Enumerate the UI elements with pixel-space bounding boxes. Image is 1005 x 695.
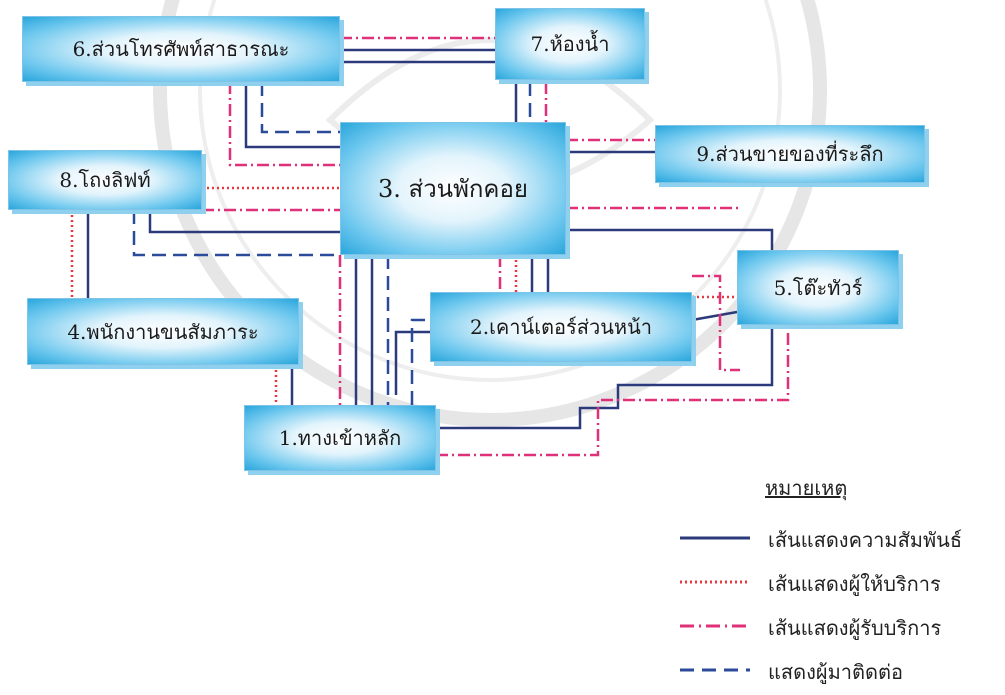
- node-9-souvenir-shop: 9.ส่วนขายของที่ระลึก: [655, 125, 925, 183]
- node-2-front-counter: 2.เคาน์เตอร์ส่วนหน้า: [430, 292, 692, 362]
- relation-lines: [86, 48, 774, 430]
- provider-lines: [70, 186, 737, 405]
- node-8-elevator-hall: 8.โถงลิฟท์: [8, 150, 202, 210]
- legend-label-relation: เส้นแสดงความสัมพันธ์: [768, 528, 963, 552]
- link-8-3-contact: [132, 210, 340, 257]
- contact-lines: [132, 82, 532, 405]
- legend-label-receiver: เส้นแสดงผู้รับบริการ: [768, 616, 942, 640]
- link-2-5: [691, 310, 738, 322]
- link-8-3: [148, 210, 340, 234]
- node-4-porter: 4.พนักงานขนสัมภาระ: [27, 298, 299, 365]
- node-6-label: 6.ส่วนโทรศัพท์สาธารณะ: [72, 37, 290, 61]
- node-3-waiting-area: 3. ส่วนพักคอย: [340, 122, 566, 255]
- link-3-5: [566, 228, 774, 250]
- node-5-tour-desk: 5.โต๊ะทัวร์: [737, 250, 899, 325]
- legend-title: หมายเหตุ: [765, 476, 848, 500]
- link-6-3-contact: [260, 82, 340, 134]
- receiver-lines: [202, 36, 790, 457]
- node-3-label: 3. ส่วนพักคอย: [378, 175, 528, 203]
- node-1-label: 1.ทางเข้าหลัก: [278, 426, 402, 450]
- legend-swatches: [680, 536, 750, 672]
- node-7-label: 7.ห้องน้ำ: [530, 32, 610, 56]
- link-1-5: [436, 325, 774, 430]
- node-7-restroom: 7.ห้องน้ำ: [495, 8, 645, 80]
- link-6-3: [244, 82, 340, 149]
- node-1-main-entrance: 1.ทางเข้าหลัก: [244, 405, 436, 471]
- legend-label-contact: แสดงผู้มาติดต่อ: [768, 660, 903, 684]
- link-2-5-receiver: [692, 274, 740, 372]
- link-6-3-receiver: [228, 82, 340, 167]
- node-2-label: 2.เคาน์เตอร์ส่วนหน้า: [470, 315, 652, 339]
- node-4-label: 4.พนักงานขนสัมภาระ: [67, 319, 259, 344]
- node-8-label: 8.โถงลิฟท์: [59, 168, 151, 192]
- link-1-2-contact: [410, 318, 430, 405]
- node-6-public-phone: 6.ส่วนโทรศัพท์สาธารณะ: [22, 16, 340, 82]
- legend-label-provider: เส้นแสดงผู้ให้บริการ: [768, 572, 941, 596]
- node-9-label: 9.ส่วนขายของที่ระลึก: [696, 142, 884, 166]
- link-1-2: [394, 330, 430, 395]
- node-5-label: 5.โต๊ะทัวร์: [773, 275, 863, 300]
